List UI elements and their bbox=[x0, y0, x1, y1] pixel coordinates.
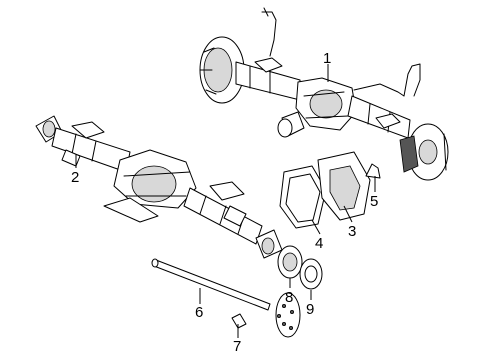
callout-7: 7 bbox=[233, 338, 241, 355]
leader-lines bbox=[75, 64, 376, 338]
callout-5: 5 bbox=[370, 193, 378, 210]
axle-seal bbox=[299, 258, 323, 290]
callout-2: 2 bbox=[71, 169, 79, 186]
callout-6: 6 bbox=[195, 304, 203, 321]
wheel-stud bbox=[231, 313, 247, 329]
callout-1: 1 bbox=[323, 50, 331, 67]
callout-9: 9 bbox=[306, 301, 314, 318]
wheel-bearing bbox=[277, 245, 303, 279]
fill-plug bbox=[365, 163, 381, 179]
callout-4: 4 bbox=[315, 235, 323, 252]
cover-gasket bbox=[279, 165, 327, 229]
differential-cover bbox=[317, 151, 371, 221]
axle-assembly-complete bbox=[199, 7, 449, 181]
callout-3: 3 bbox=[348, 223, 356, 240]
callout-8: 8 bbox=[285, 289, 293, 306]
axle-shaft bbox=[151, 258, 301, 338]
callouts: 1 2 3 4 5 6 7 8 9 bbox=[71, 50, 378, 355]
axle-housing bbox=[35, 115, 283, 259]
